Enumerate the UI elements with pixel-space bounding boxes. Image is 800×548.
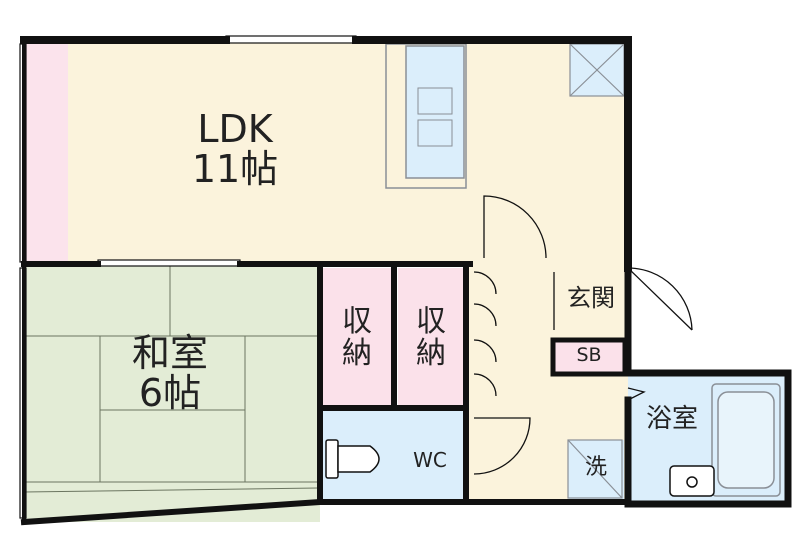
storage-2-floor xyxy=(398,268,466,406)
washitsu-label: 和室 6帖 xyxy=(90,331,250,415)
toilet-fixture xyxy=(325,439,380,479)
tatami-lines xyxy=(23,264,319,493)
bathtub-fixture xyxy=(711,383,781,497)
storage-2-label: 収 納 xyxy=(398,306,464,369)
wc-label: WC xyxy=(413,448,447,472)
ldk-name: LDK xyxy=(197,107,273,151)
entrance-label: 玄関 xyxy=(567,284,615,312)
ldk-label: LDK 11帖 xyxy=(150,107,320,191)
washbasin-fixture xyxy=(669,465,715,497)
ldk-floor xyxy=(24,40,628,264)
washer-label: 洗 xyxy=(584,455,607,480)
storage-2-line1: 収 xyxy=(416,304,446,339)
shoe-box-floor xyxy=(553,340,625,373)
washitsu-name: 和室 xyxy=(131,331,208,375)
storage-1-floor xyxy=(320,268,392,406)
balcony-strip xyxy=(24,40,68,264)
ventilation-shaft xyxy=(569,43,625,97)
door-swings xyxy=(473,195,693,475)
bathroom-label: 浴室 xyxy=(645,404,698,434)
walls xyxy=(20,36,792,526)
storage-1-line2: 納 xyxy=(342,335,372,371)
shoe-box-label: SB xyxy=(576,344,602,366)
storage-2-line2: 納 xyxy=(416,335,446,371)
storage-1-line1: 収 xyxy=(342,304,372,339)
washitsu-floor xyxy=(24,264,320,522)
storage-1-label: 収 納 xyxy=(322,306,392,369)
ldk-size: 11帖 xyxy=(191,146,279,191)
washitsu-size: 6帖 xyxy=(138,370,202,415)
washer-box xyxy=(567,439,623,499)
